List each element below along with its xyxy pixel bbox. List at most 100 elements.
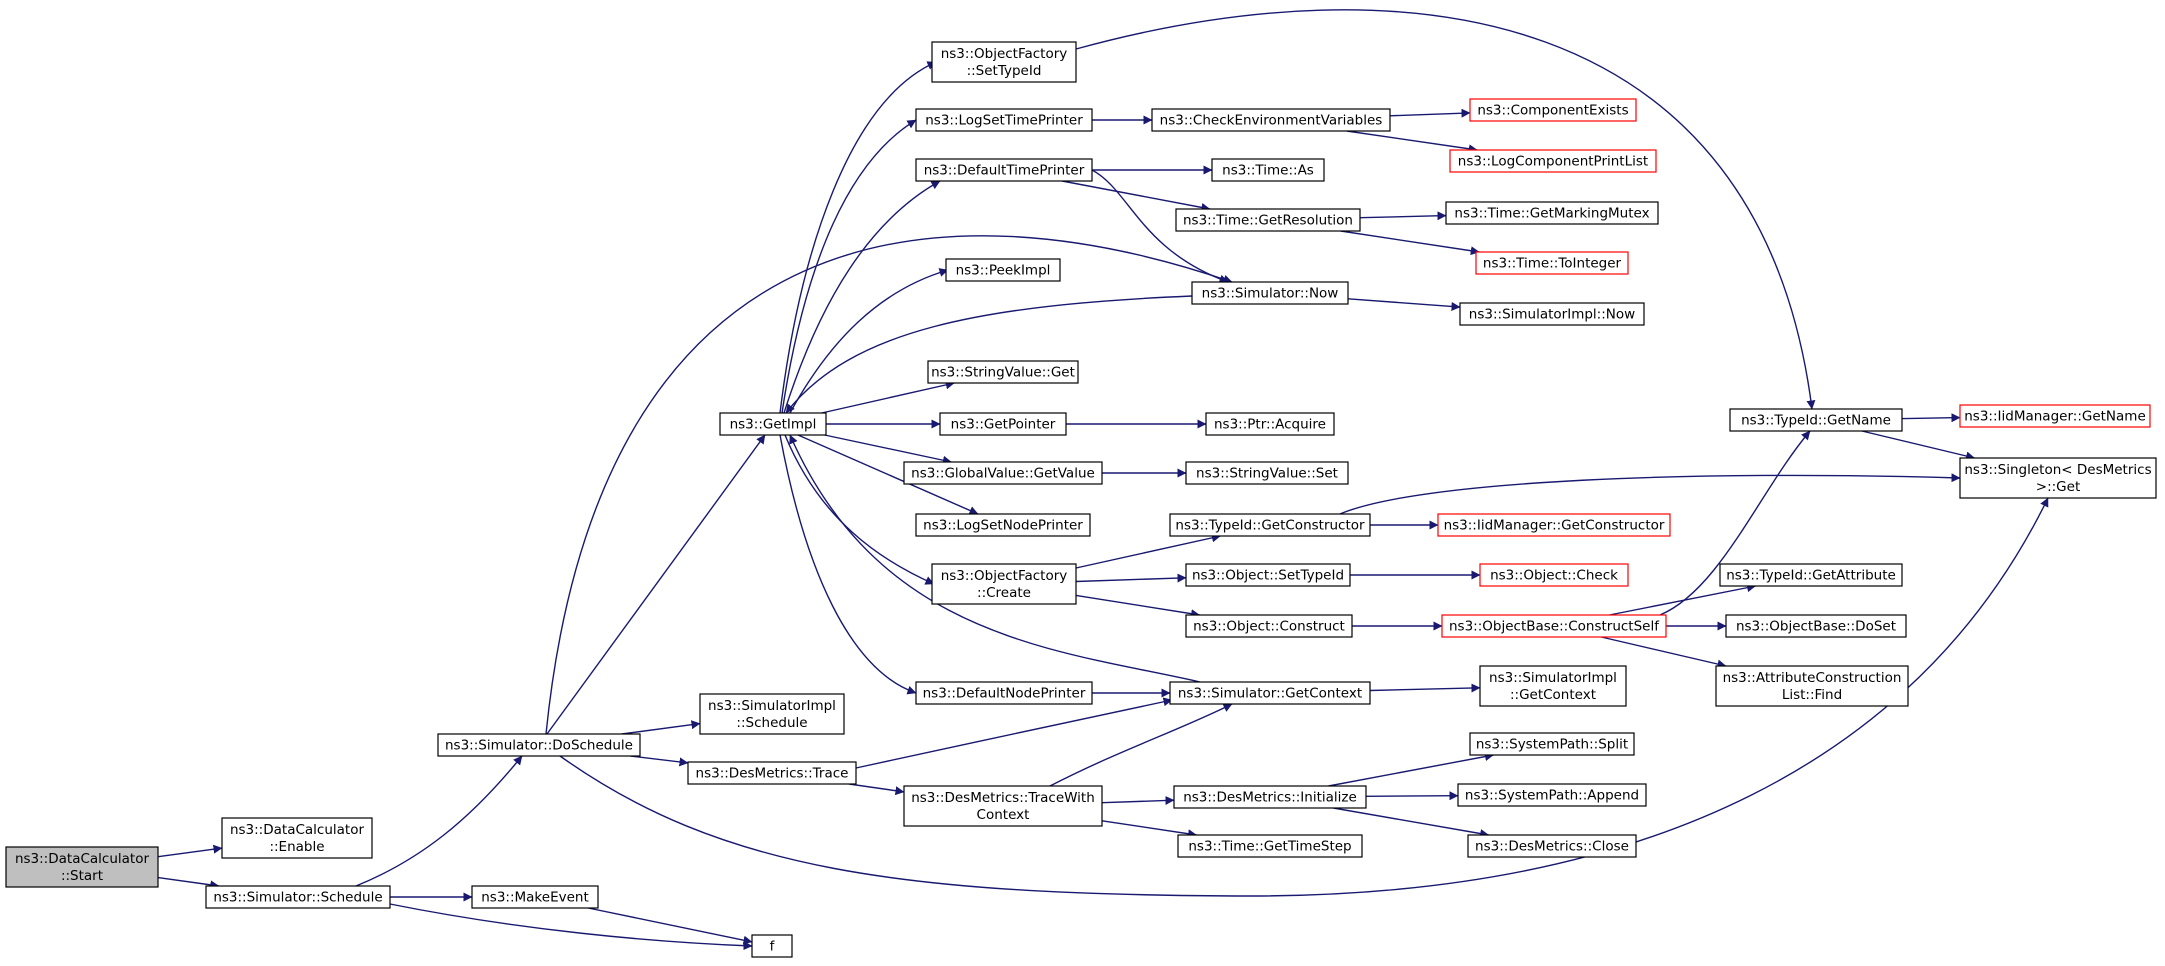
node-label: ::Enable xyxy=(269,839,324,855)
node-box xyxy=(699,693,845,735)
node-label: ::Create xyxy=(977,585,1031,601)
node-label: ns3::MakeEvent xyxy=(481,890,589,906)
node-label: ns3::Singleton< DesMetrics xyxy=(1964,462,2151,478)
node-label: ns3::Simulator::DoSchedule xyxy=(445,738,633,754)
node-of_create[interactable]: ns3::ObjectFactory::Create xyxy=(931,563,1077,605)
node-box xyxy=(1185,614,1353,638)
edge-simulator_now-to-getimpl xyxy=(785,295,1193,414)
node-componentexists[interactable]: ns3::ComponentExists xyxy=(1469,98,1637,122)
node-logsettimeprinter[interactable]: ns3::LogSetTimePrinter xyxy=(915,108,1093,132)
edge-desmetrics_trace-to-tracewithcontext xyxy=(848,783,905,796)
edge-dm_initialize-to-dm_close xyxy=(1333,807,1490,838)
node-label: ns3::Object::Construct xyxy=(1193,619,1345,635)
node-box xyxy=(915,681,1093,705)
node-simimpl_getcontext[interactable]: ns3::SimulatorImpl::GetContext xyxy=(1479,665,1627,707)
node-label: ns3::ObjectBase::ConstructSelf xyxy=(1449,619,1660,635)
node-getimpl[interactable]: ns3::GetImpl xyxy=(719,412,827,436)
node-dm_close[interactable]: ns3::DesMetrics::Close xyxy=(1467,834,1637,858)
node-simimpl_schedule[interactable]: ns3::SimulatorImpl::Schedule xyxy=(699,693,845,735)
node-label: ns3::GetPointer xyxy=(951,417,1056,433)
node-label: ns3::TypeId::GetConstructor xyxy=(1175,518,1365,534)
node-of_settypeid[interactable]: ns3::ObjectFactory::SetTypeId xyxy=(931,41,1077,83)
node-desmetrics_trace[interactable]: ns3::DesMetrics::Trace xyxy=(687,761,857,785)
node-box xyxy=(1449,149,1657,173)
node-typeid_getname[interactable]: ns3::TypeId::GetName xyxy=(1729,408,1903,432)
node-f[interactable]: f xyxy=(751,934,793,958)
node-box xyxy=(1725,614,1907,638)
node-objectbase_doset[interactable]: ns3::ObjectBase::DoSet xyxy=(1725,614,1907,638)
node-label: ns3::Time::ToInteger xyxy=(1483,256,1622,272)
node-label: ns3::SimulatorImpl xyxy=(708,698,836,714)
node-label: ns3::Simulator::Now xyxy=(1202,286,1339,302)
edge-objectbase_constructself-to-typeid_getattribute xyxy=(1609,583,1757,616)
edge-objectbase_constructself-to-typeid_getname xyxy=(1659,430,1811,616)
node-systempath_split[interactable]: ns3::SystemPath::Split xyxy=(1469,732,1635,756)
node-simulator_now[interactable]: ns3::Simulator::Now xyxy=(1191,281,1349,305)
node-logsetnodeprinter[interactable]: ns3::LogSetNodePrinter xyxy=(915,513,1091,537)
node-doschedule[interactable]: ns3::Simulator::DoSchedule xyxy=(437,733,641,757)
node-iidmanager_getconstructor[interactable]: ns3::IidManager::GetConstructor xyxy=(1437,513,1671,537)
edge-start-to-sim_schedule xyxy=(157,876,220,890)
node-time_getmarkingmutex[interactable]: ns3::Time::GetMarkingMutex xyxy=(1445,201,1659,225)
node-iidmanager_getname[interactable]: ns3::IidManager::GetName xyxy=(1959,404,2151,428)
node-singleton_get[interactable]: ns3::Singleton< DesMetrics >::Get xyxy=(1959,457,2157,499)
node-box xyxy=(903,785,1103,827)
node-sim_schedule[interactable]: ns3::Simulator::Schedule xyxy=(205,885,391,909)
node-label: ns3::SystemPath::Append xyxy=(1465,788,1639,804)
node-box xyxy=(1177,834,1363,858)
node-box xyxy=(1169,681,1371,705)
node-label: ns3::Simulator::GetContext xyxy=(1178,686,1362,702)
node-box xyxy=(437,733,641,757)
node-logcomponentprintlist[interactable]: ns3::LogComponentPrintList xyxy=(1449,149,1657,173)
node-enable[interactable]: ns3::DataCalculator::Enable xyxy=(221,817,373,859)
node-label: ns3::IidManager::GetConstructor xyxy=(1444,518,1665,534)
node-box xyxy=(751,934,793,958)
node-object_construct[interactable]: ns3::Object::Construct xyxy=(1185,614,1353,638)
node-peekimpl[interactable]: ns3::PeekImpl xyxy=(945,258,1061,282)
edge-of_create-to-object_settypeid xyxy=(1075,573,1187,583)
node-ptr_acquire[interactable]: ns3::Ptr::Acquire xyxy=(1205,412,1335,436)
node-systempath_append[interactable]: ns3::SystemPath::Append xyxy=(1457,783,1647,807)
node-start: ns3::DataCalculator::Start xyxy=(5,846,159,888)
node-stringvalue_get[interactable]: ns3::StringValue::Get xyxy=(927,360,1079,384)
node-time_tointeger[interactable]: ns3::Time::ToInteger xyxy=(1475,251,1629,275)
node-getpointer[interactable]: ns3::GetPointer xyxy=(939,412,1067,436)
node-box xyxy=(1469,732,1635,756)
node-typeid_getconstructor[interactable]: ns3::TypeId::GetConstructor xyxy=(1169,513,1371,537)
node-dm_initialize[interactable]: ns3::DesMetrics::Initialize xyxy=(1173,785,1367,809)
edge-getimpl-to-peekimpl xyxy=(789,268,949,414)
node-typeid_getattribute[interactable]: ns3::TypeId::GetAttribute xyxy=(1719,563,1903,587)
node-time_getresolution[interactable]: ns3::Time::GetResolution xyxy=(1175,208,1361,232)
node-box xyxy=(915,108,1093,132)
node-defaulttimeprinter[interactable]: ns3::DefaultTimePrinter xyxy=(915,158,1093,182)
edges-layer xyxy=(157,9,2049,951)
edge-typeid_getconstructor-to-singleton_get xyxy=(1339,473,1961,515)
node-object_settypeid[interactable]: ns3::Object::SetTypeId xyxy=(1185,563,1351,587)
node-stringvalue_set[interactable]: ns3::StringValue::Set xyxy=(1185,461,1349,485)
node-simimpl_now[interactable]: ns3::SimulatorImpl::Now xyxy=(1459,302,1645,326)
node-label: ns3::SystemPath::Split xyxy=(1476,737,1628,753)
node-time_gettimestep[interactable]: ns3::Time::GetTimeStep xyxy=(1177,834,1363,858)
node-checkenv[interactable]: ns3::CheckEnvironmentVariables xyxy=(1151,108,1391,132)
edge-time_getresolution-to-time_getmarkingmutex xyxy=(1359,211,1447,221)
node-objectbase_constructself[interactable]: ns3::ObjectBase::ConstructSelf xyxy=(1441,614,1667,638)
node-time_as[interactable]: ns3::Time::As xyxy=(1211,158,1325,182)
node-box xyxy=(1185,563,1351,587)
node-label: ns3::IidManager::GetName xyxy=(1964,409,2146,425)
node-sim_getcontext[interactable]: ns3::Simulator::GetContext xyxy=(1169,681,1371,705)
node-label: ns3::CheckEnvironmentVariables xyxy=(1160,113,1383,129)
node-label: ns3::SimulatorImpl xyxy=(1489,670,1617,686)
node-label: ::GetContext xyxy=(1510,687,1596,703)
node-label: ns3::TypeId::GetName xyxy=(1741,413,1891,429)
node-label: ns3::PeekImpl xyxy=(956,263,1051,279)
edge-dm_initialize-to-systempath_split xyxy=(1328,752,1494,787)
node-box xyxy=(1729,408,1903,432)
node-object_check[interactable]: ns3::Object::Check xyxy=(1479,563,1629,587)
node-makeevent[interactable]: ns3::MakeEvent xyxy=(471,885,599,909)
node-globalvalue_getvalue[interactable]: ns3::GlobalValue::GetValue xyxy=(903,461,1103,485)
edge-defaulttimeprinter-to-time_getresolution xyxy=(1061,180,1211,212)
node-defaultnodeprinter[interactable]: ns3::DefaultNodePrinter xyxy=(915,681,1093,705)
node-label: ns3::DefaultNodePrinter xyxy=(923,686,1086,702)
